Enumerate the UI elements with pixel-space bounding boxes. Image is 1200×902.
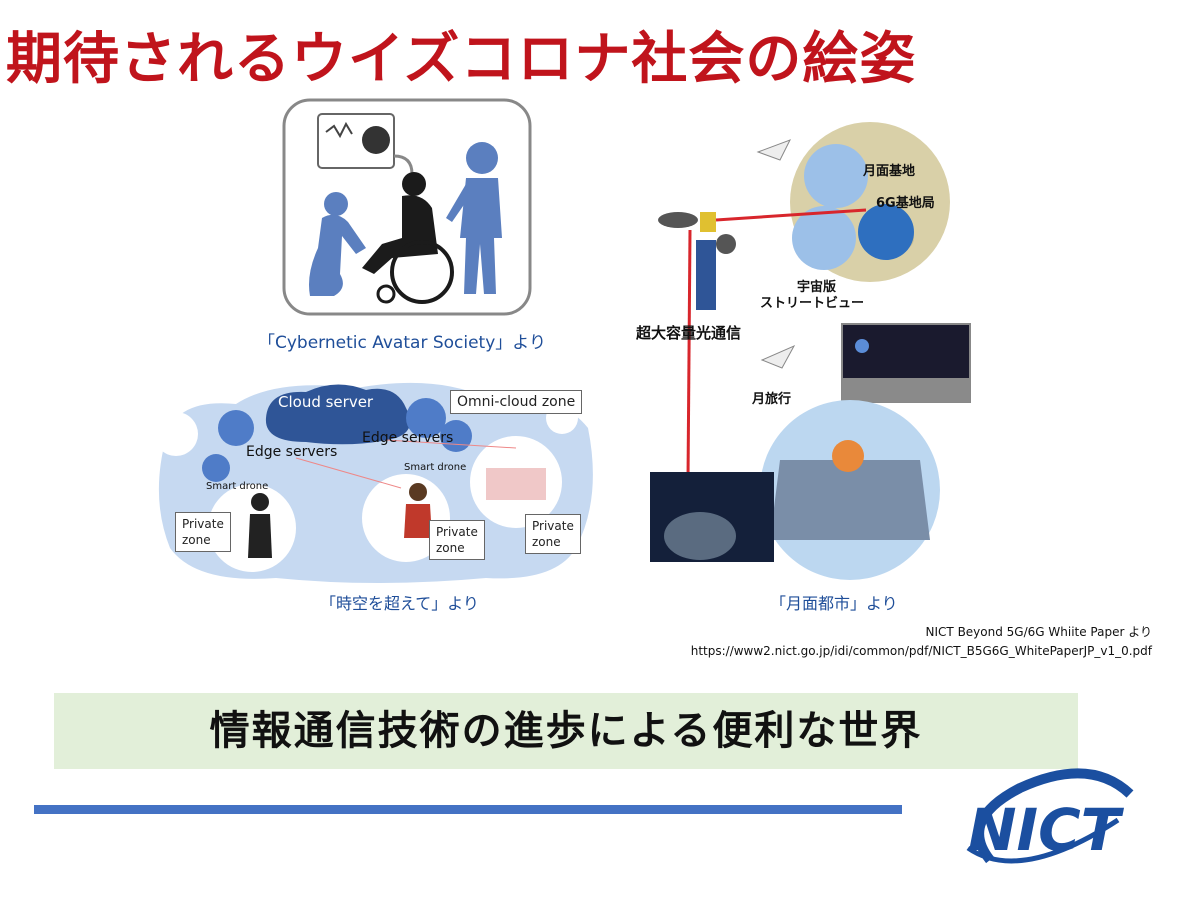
private-zone-3-line1: Private [532, 519, 574, 533]
edge-servers-label-1: Edge servers [246, 444, 338, 460]
optical-comm-label: 超大容量光通信 [636, 324, 742, 342]
private-zone-3: Private zone [525, 514, 581, 554]
summary-banner: 情報通信技術の進歩による便利な世界 [54, 693, 1078, 769]
network-caption: 「時空を超えて」より [320, 594, 479, 613]
source-url: https://www2.nict.go.jp/idi/common/pdf/N… [690, 644, 1152, 658]
private-zone-1-line2: zone [182, 533, 211, 547]
moon-travel-label: 月旅行 [752, 392, 792, 407]
avatar-caption: 「Cybernetic Avatar Society」より [258, 333, 546, 353]
nict-logo: NICT [950, 760, 1140, 878]
smart-drone-label-2: Smart drone [404, 462, 467, 473]
moon-illustration [640, 120, 980, 580]
street-view-label-1: 宇宙版 [797, 280, 837, 295]
source-credit: NICT Beyond 5G/6G Whiite Paper より [925, 625, 1152, 639]
omni-cloud-label: Omni-cloud zone [450, 390, 583, 414]
summary-banner-text: 情報通信技術の進歩による便利な世界 [209, 708, 923, 754]
nict-logo-text: NICT [968, 796, 1125, 864]
smart-drone-label-1: Smart drone [206, 481, 269, 492]
6g-station-label: 6G基地局 [876, 196, 935, 211]
private-zone-2-line2: zone [436, 541, 465, 555]
avatar-illustration [282, 98, 532, 316]
private-zone-3-line2: zone [532, 535, 561, 549]
cloud-server-label: Cloud server [278, 393, 374, 411]
slide-title: 期待されるウイズコロナ社会の絵姿 [6, 27, 917, 92]
street-view-label-2: ストリートビュー [760, 296, 865, 311]
private-zone-1: Private zone [175, 512, 231, 552]
moon-caption: 「月面都市」より [770, 594, 898, 613]
private-zone-1-line1: Private [182, 517, 224, 531]
edge-servers-label-2: Edge servers [362, 430, 454, 446]
lunar-base-label: 月面基地 [863, 164, 916, 179]
private-zone-2-line1: Private [436, 525, 478, 539]
private-zone-2: Private zone [429, 520, 485, 560]
divider-line [34, 805, 902, 814]
